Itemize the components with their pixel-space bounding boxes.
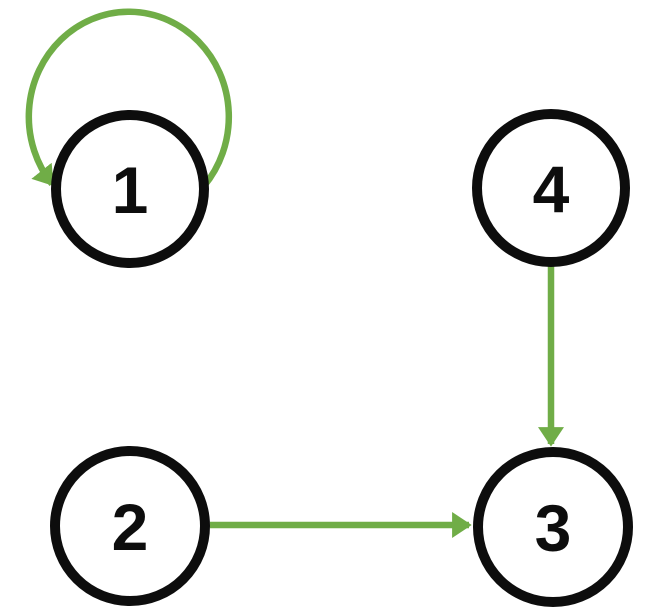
node-label-4: 4: [533, 152, 570, 226]
node-2: 2: [50, 446, 210, 606]
node-4: 4: [472, 109, 630, 267]
node-circle-4: [472, 109, 630, 267]
edge-1-to-1: [25, 8, 233, 189]
node-3: 3: [473, 447, 633, 607]
node-label-3: 3: [535, 491, 572, 565]
node-label-2: 2: [112, 490, 149, 564]
node-1: 1: [51, 110, 209, 268]
node-circle-2: [50, 446, 210, 606]
node-label-1: 1: [112, 153, 149, 227]
node-circle-3: [473, 447, 633, 607]
node-circle-1: [51, 110, 209, 268]
